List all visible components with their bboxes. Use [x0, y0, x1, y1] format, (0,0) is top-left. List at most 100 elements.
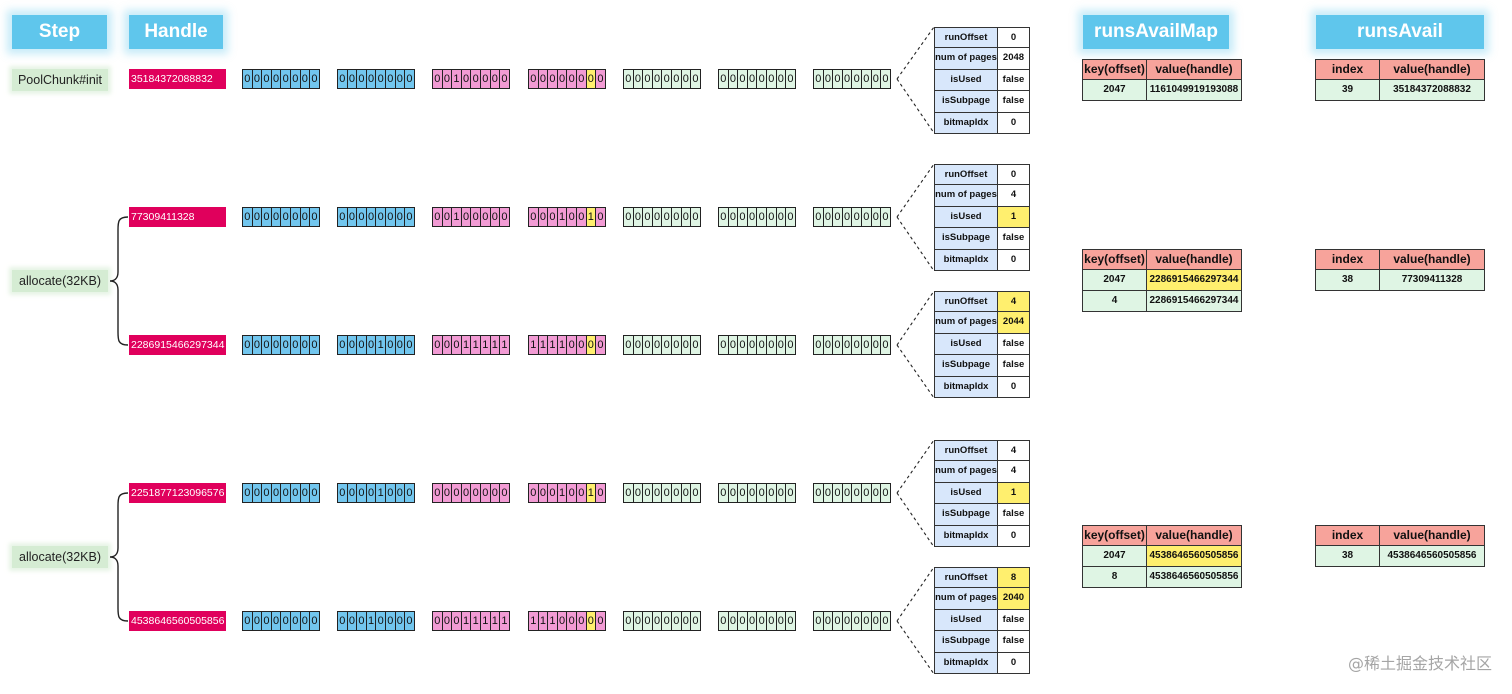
- bit-cell: 0: [690, 611, 701, 631]
- info-value: false: [997, 608, 1030, 632]
- bit-cell: 0: [595, 483, 606, 503]
- info-key: bitmapIdx: [934, 111, 998, 134]
- info-key: isUsed: [934, 68, 998, 92]
- table-cell: 39: [1315, 79, 1380, 101]
- info-key: runOffset: [934, 440, 998, 462]
- info-key: num of pages: [934, 587, 998, 610]
- info-value: 4: [997, 440, 1030, 462]
- runs-avail-map-header: runsAvailMap: [1083, 15, 1229, 49]
- info-value: 0: [997, 164, 1030, 186]
- table-cell: 77309411328: [1379, 269, 1485, 291]
- table-header-cell: index: [1315, 59, 1380, 80]
- info-value: 0: [997, 27, 1030, 49]
- info-value: 2048: [997, 47, 1030, 70]
- watermark: @稀土掘金技术社区: [1347, 654, 1492, 673]
- step-header: Step: [12, 15, 107, 49]
- table-header-cell: value(handle): [1379, 525, 1485, 546]
- table-header-cell: key(offset): [1082, 59, 1147, 80]
- bit-cell: 0: [309, 207, 320, 227]
- bit-cell: 0: [595, 611, 606, 631]
- info-value: false: [997, 630, 1030, 653]
- bit-cell: 0: [404, 207, 415, 227]
- bit-cell: 0: [595, 335, 606, 355]
- bit-cell: 0: [499, 69, 510, 89]
- table-cell: 2047: [1082, 545, 1147, 567]
- runs-avail-header: runsAvail: [1316, 15, 1484, 49]
- info-key: runOffset: [934, 164, 998, 186]
- bit-cell: 0: [785, 611, 796, 631]
- brace-allocate-2: [109, 492, 129, 622]
- handle-value: 35184372088832: [129, 69, 226, 89]
- info-value: false: [997, 68, 1030, 92]
- table-header-cell: index: [1315, 525, 1380, 546]
- info-key: runOffset: [934, 567, 998, 589]
- table-header-cell: value(handle): [1146, 525, 1242, 546]
- bit-cell: 0: [595, 69, 606, 89]
- bit-cell: 0: [309, 611, 320, 631]
- bit-cell: 0: [880, 335, 891, 355]
- table-header-row: key(offset)value(handle): [1082, 59, 1242, 80]
- brace-allocate-1: [109, 216, 129, 346]
- table-cell: 38: [1315, 545, 1380, 567]
- bit-cell: 1: [499, 611, 510, 631]
- bit-cell: 0: [404, 69, 415, 89]
- bit-cell: 0: [880, 207, 891, 227]
- table-header-cell: value(handle): [1146, 249, 1242, 270]
- info-value: 4: [997, 184, 1030, 207]
- info-value: 4: [997, 460, 1030, 483]
- fan-row-1: [896, 163, 935, 272]
- info-value: 4: [997, 291, 1030, 313]
- table-cell: 1161049919193088: [1146, 79, 1242, 101]
- info-key: runOffset: [934, 27, 998, 49]
- table-header-row: key(offset)value(handle): [1082, 525, 1242, 546]
- info-key: bitmapIdx: [934, 524, 998, 547]
- handle-value: 2286915466297344: [129, 335, 226, 355]
- bit-cell: 0: [785, 335, 796, 355]
- info-key: isUsed: [934, 481, 998, 505]
- info-key: isSubpage: [934, 503, 998, 526]
- bit-cell: 0: [785, 207, 796, 227]
- bit-cell: 0: [785, 69, 796, 89]
- fan-row-0: [896, 26, 935, 134]
- table-header-cell: index: [1315, 249, 1380, 270]
